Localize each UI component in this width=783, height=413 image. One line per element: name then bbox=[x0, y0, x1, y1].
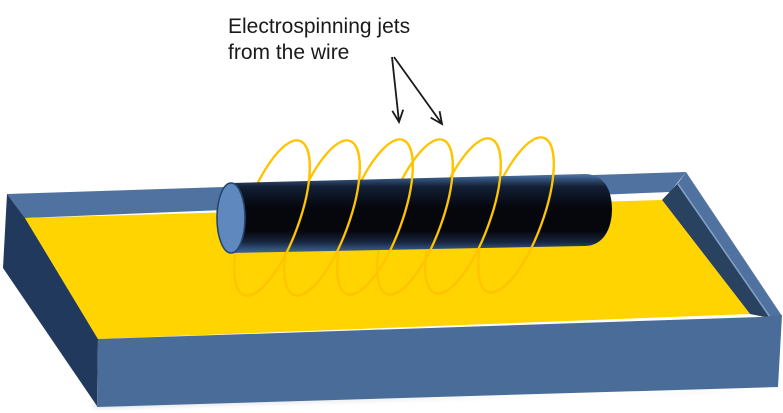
rim-highlight-edge bbox=[677, 183, 771, 318]
jet-loop-near-side bbox=[346, 138, 414, 296]
annotation-arrow-head bbox=[430, 111, 444, 126]
tray-left-wall bbox=[3, 194, 98, 406]
annotation-arrow-shaft bbox=[391, 56, 400, 123]
annotation-label-line1: Electrospinning jets bbox=[228, 15, 410, 38]
tray-front-wall bbox=[97, 315, 782, 407]
jet-loop-near-side bbox=[293, 139, 361, 297]
annotation-arrows bbox=[391, 56, 444, 126]
jet-loop-near-side bbox=[434, 137, 502, 295]
jet-loop-near-side bbox=[386, 138, 454, 296]
wire-electrode-body bbox=[217, 173, 612, 253]
tray-shadow bbox=[90, 389, 778, 408]
annotation-label-line2: from the wire bbox=[228, 41, 349, 64]
tray-right-rim bbox=[678, 172, 782, 318]
annotation-arrow-head bbox=[391, 109, 405, 125]
jet-loops-front bbox=[243, 136, 555, 297]
wire-electrode-end-cap bbox=[216, 182, 246, 254]
jet-loop-near-side bbox=[243, 139, 311, 297]
jet-loop-near-side bbox=[487, 136, 555, 294]
tray-right-inner-wall bbox=[662, 183, 770, 318]
annotation-arrow-shaft bbox=[393, 56, 443, 125]
